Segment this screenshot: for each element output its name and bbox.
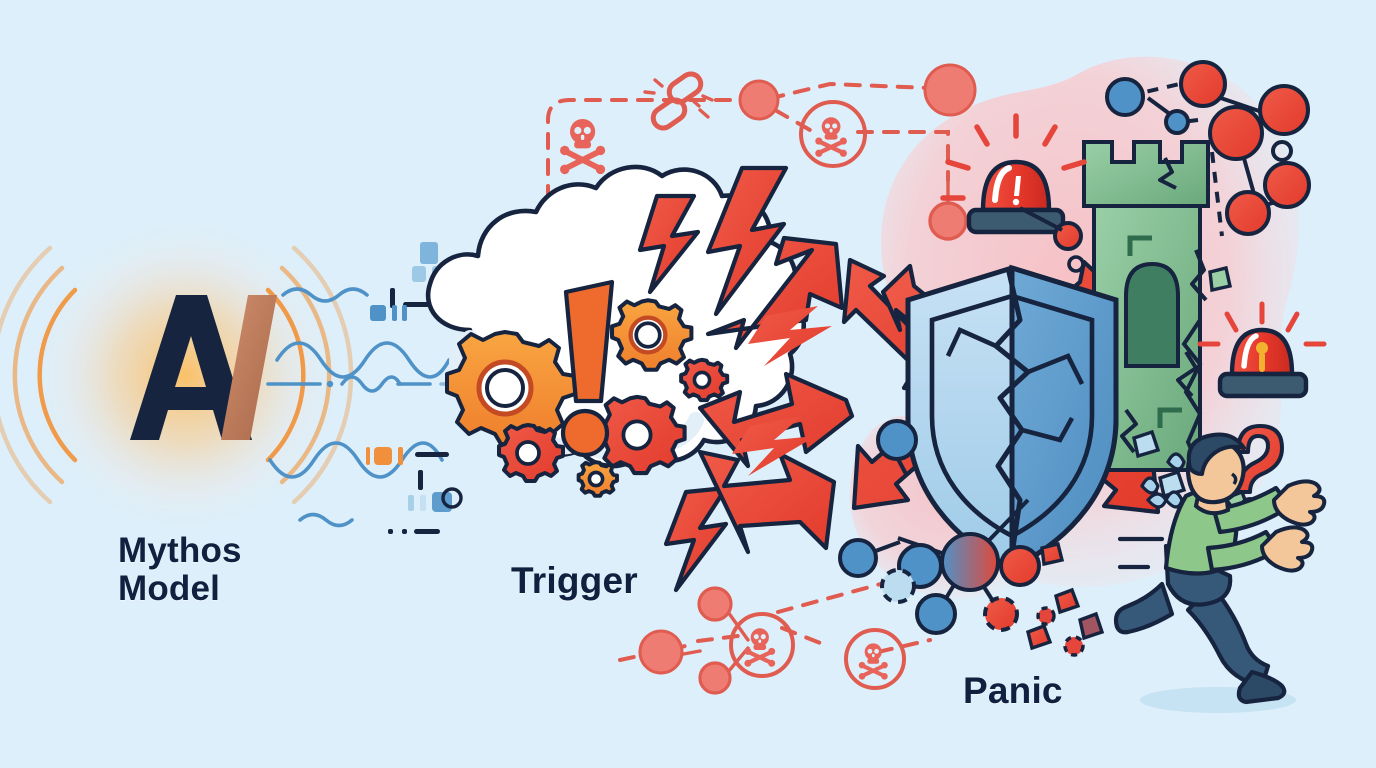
caption-trigger: Trigger bbox=[511, 560, 638, 601]
threat-node bbox=[738, 79, 780, 121]
threat-node bbox=[698, 661, 732, 695]
threat-node bbox=[923, 63, 977, 117]
shield-crack-branch bbox=[945, 326, 997, 357]
runner-shoe bbox=[1236, 669, 1287, 705]
sweat-drops bbox=[1140, 452, 1186, 509]
threat-path-bottom-d bbox=[876, 638, 932, 654]
castle-break-edge bbox=[1181, 318, 1203, 471]
threat-node bbox=[638, 629, 684, 675]
shield-shard bbox=[1132, 429, 1187, 499]
runner-hand bbox=[1260, 525, 1315, 573]
lightning-bolt bbox=[705, 165, 789, 317]
gear-icon bbox=[445, 330, 577, 446]
castle-icon bbox=[1082, 140, 1251, 517]
network-graph-bottom bbox=[838, 419, 1105, 657]
motion-lines bbox=[1117, 536, 1165, 570]
wave-dot bbox=[326, 380, 334, 388]
threat-path-top-d bbox=[856, 130, 950, 182]
caption-mythos-model: Mythos Model bbox=[118, 531, 242, 608]
threat-path-bottom-e bbox=[776, 580, 890, 614]
ai-logo bbox=[130, 295, 277, 440]
threat-path-top-c bbox=[773, 108, 812, 132]
runner-face-detail bbox=[1230, 472, 1238, 485]
gear-icon bbox=[679, 357, 730, 403]
threat-path-top bbox=[546, 98, 750, 202]
shield-crack bbox=[993, 267, 1031, 569]
bolt-accent bbox=[732, 416, 816, 476]
siren-icon bbox=[1197, 301, 1327, 399]
skull-badge bbox=[729, 612, 795, 678]
gear-icon bbox=[497, 423, 565, 483]
gear-icon bbox=[576, 460, 619, 498]
running-person-icon bbox=[1113, 432, 1327, 705]
siren-icon bbox=[940, 113, 1087, 235]
caption-panic: Panic bbox=[963, 670, 1063, 711]
runner-hand bbox=[1272, 479, 1327, 527]
runner-leg-back bbox=[1113, 581, 1175, 635]
skull-badge bbox=[799, 100, 867, 168]
threat-node bbox=[697, 586, 733, 622]
lightning-bolt bbox=[637, 193, 701, 295]
exclamation-icon bbox=[560, 279, 615, 458]
network-graph-top bbox=[1019, 60, 1311, 273]
gear-icon bbox=[595, 394, 687, 476]
skull-crossbones-icon bbox=[560, 118, 606, 175]
arrow-zigzag bbox=[705, 235, 845, 351]
shield-crack-branch bbox=[1021, 416, 1075, 443]
skull-badge bbox=[844, 628, 906, 690]
broken-chain-icon bbox=[643, 71, 714, 131]
logo-letter-i bbox=[221, 295, 277, 440]
gear-icon bbox=[610, 298, 694, 372]
logo-letter-a bbox=[130, 295, 252, 440]
runner-hair bbox=[1186, 432, 1246, 476]
shield-crack-branch bbox=[1027, 353, 1085, 386]
threat-node bbox=[928, 201, 968, 241]
arrow-zigzag bbox=[697, 449, 837, 555]
bolt-accent bbox=[748, 306, 832, 366]
